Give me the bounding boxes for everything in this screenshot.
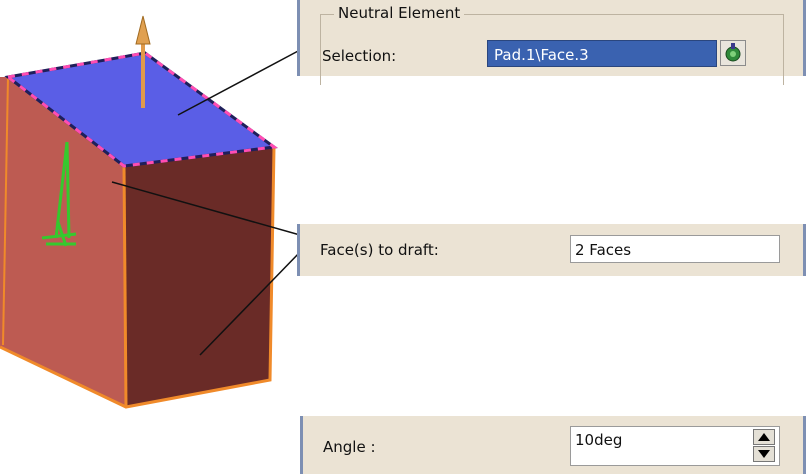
selection-picker-icon (725, 43, 741, 62)
spin-up-button[interactable] (753, 429, 775, 445)
neutral-element-legend: Neutral Element (334, 4, 465, 22)
selection-leader-line (177, 49, 301, 116)
angle-spinner (753, 429, 777, 463)
left-edge (2, 76, 9, 346)
angle-label: Angle : (323, 438, 376, 456)
spin-down-icon (758, 450, 770, 458)
panel-right-border (803, 0, 806, 76)
front-face[interactable] (0, 77, 126, 407)
panel-right-border (803, 416, 806, 474)
faces-to-draft-field[interactable]: 2 Faces (570, 235, 780, 263)
pull-direction-arrowhead (135, 15, 151, 45)
faces-leader-line-1 (111, 181, 301, 236)
selection-picker-button[interactable] (720, 40, 746, 66)
model-edges (0, 146, 276, 409)
angle-panel: Angle : 10deg (300, 416, 806, 474)
angle-field[interactable]: 10deg (570, 426, 780, 466)
panel-right-border (803, 224, 806, 276)
axis-symbol-icon (41, 141, 77, 247)
side-face[interactable] (124, 147, 274, 407)
spin-down-button[interactable] (753, 446, 775, 462)
spin-up-icon (758, 433, 770, 441)
vertical-edge (122, 165, 128, 408)
neutral-element-panel: Neutral Element Selection: Pad.1\Face.3 (297, 0, 806, 85)
selected-face-dashes (4, 51, 278, 168)
selection-field[interactable]: Pad.1\Face.3 (487, 40, 717, 67)
neutral-top-face[interactable] (8, 53, 274, 166)
neutral-element-frame (320, 14, 784, 85)
selection-label: Selection: (322, 47, 397, 65)
faces-leader-line-2 (199, 249, 303, 356)
faces-to-draft-label: Face(s) to draft: (320, 241, 439, 259)
faces-to-draft-panel: Face(s) to draft: 2 Faces (297, 224, 806, 276)
